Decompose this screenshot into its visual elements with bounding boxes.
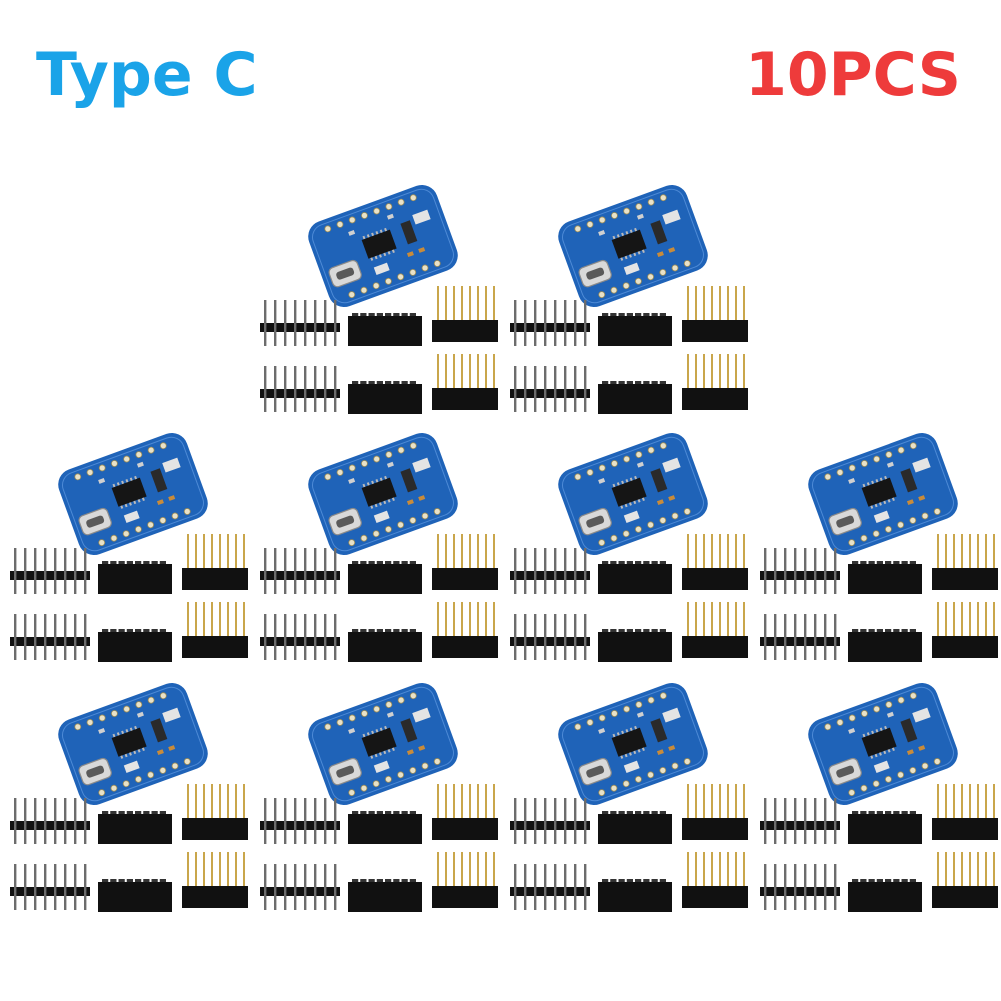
circuit-board — [558, 682, 708, 806]
usb-serial-chip — [111, 727, 147, 757]
board-kit — [508, 428, 758, 678]
board-kit — [508, 180, 758, 430]
female-pin-header — [598, 811, 672, 844]
male-pin-header — [510, 798, 590, 844]
stacking-pin-header — [682, 852, 748, 908]
male-pin-header — [10, 864, 90, 910]
usb-serial-chip — [361, 727, 397, 757]
board-kit — [258, 428, 508, 678]
male-pin-header — [510, 366, 590, 412]
stacking-pin-header — [182, 784, 248, 840]
stacking-pin-header — [682, 354, 748, 410]
board-kit — [8, 428, 258, 678]
female-pin-header — [598, 561, 672, 594]
male-pin-header — [760, 798, 840, 844]
male-pin-header — [260, 366, 340, 412]
circuit-board — [58, 682, 208, 806]
female-pin-header — [348, 561, 422, 594]
female-pin-header — [598, 879, 672, 912]
stacking-pin-header — [682, 602, 748, 658]
usb-serial-chip — [361, 477, 397, 507]
board-kit — [8, 678, 258, 928]
usb-serial-chip — [361, 229, 397, 259]
male-pin-header — [510, 548, 590, 594]
female-pin-header — [848, 561, 922, 594]
female-pin-header — [348, 879, 422, 912]
stacking-pin-header — [182, 534, 248, 590]
stacking-pin-header — [932, 534, 998, 590]
female-pin-header — [598, 381, 672, 414]
type-c-label: Type C — [36, 40, 258, 110]
stacking-pin-header — [932, 852, 998, 908]
stacking-pin-header — [432, 534, 498, 590]
usb-serial-chip — [611, 229, 647, 259]
board-kit — [758, 428, 1001, 678]
circuit-board — [308, 184, 458, 308]
male-pin-header — [260, 548, 340, 594]
male-pin-header — [760, 864, 840, 910]
circuit-board — [308, 682, 458, 806]
stacking-pin-header — [182, 852, 248, 908]
male-pin-header — [260, 300, 340, 346]
circuit-board — [58, 432, 208, 556]
female-pin-header — [348, 811, 422, 844]
board-kit — [258, 180, 508, 430]
stacking-pin-header — [932, 784, 998, 840]
male-pin-header — [260, 864, 340, 910]
circuit-board — [308, 432, 458, 556]
male-pin-header — [760, 614, 840, 660]
stacking-pin-header — [682, 286, 748, 342]
stacking-pin-header — [432, 286, 498, 342]
male-pin-header — [260, 614, 340, 660]
board-kit — [758, 678, 1001, 928]
stacking-pin-header — [932, 602, 998, 658]
female-pin-header — [98, 811, 172, 844]
female-pin-header — [98, 561, 172, 594]
stacking-pin-header — [682, 784, 748, 840]
usb-serial-chip — [861, 477, 897, 507]
female-pin-header — [598, 313, 672, 346]
male-pin-header — [760, 548, 840, 594]
board-kit — [258, 678, 508, 928]
circuit-board — [558, 432, 708, 556]
board-kit — [508, 678, 758, 928]
circuit-board — [808, 682, 958, 806]
female-pin-header — [848, 811, 922, 844]
stacking-pin-header — [432, 784, 498, 840]
female-pin-header — [598, 629, 672, 662]
quantity-label: 10PCS — [745, 40, 961, 110]
female-pin-header — [348, 381, 422, 414]
female-pin-header — [348, 313, 422, 346]
usb-serial-chip — [611, 477, 647, 507]
usb-serial-chip — [111, 477, 147, 507]
male-pin-header — [10, 798, 90, 844]
female-pin-header — [98, 629, 172, 662]
male-pin-header — [510, 614, 590, 660]
female-pin-header — [98, 879, 172, 912]
stacking-pin-header — [432, 852, 498, 908]
male-pin-header — [510, 300, 590, 346]
stacking-pin-header — [432, 354, 498, 410]
female-pin-header — [848, 629, 922, 662]
female-pin-header — [348, 629, 422, 662]
usb-serial-chip — [611, 727, 647, 757]
male-pin-header — [10, 614, 90, 660]
usb-serial-chip — [861, 727, 897, 757]
male-pin-header — [10, 548, 90, 594]
circuit-board — [808, 432, 958, 556]
stacking-pin-header — [682, 534, 748, 590]
circuit-board — [558, 184, 708, 308]
male-pin-header — [510, 864, 590, 910]
stacking-pin-header — [432, 602, 498, 658]
male-pin-header — [260, 798, 340, 844]
female-pin-header — [848, 879, 922, 912]
stacking-pin-header — [182, 602, 248, 658]
